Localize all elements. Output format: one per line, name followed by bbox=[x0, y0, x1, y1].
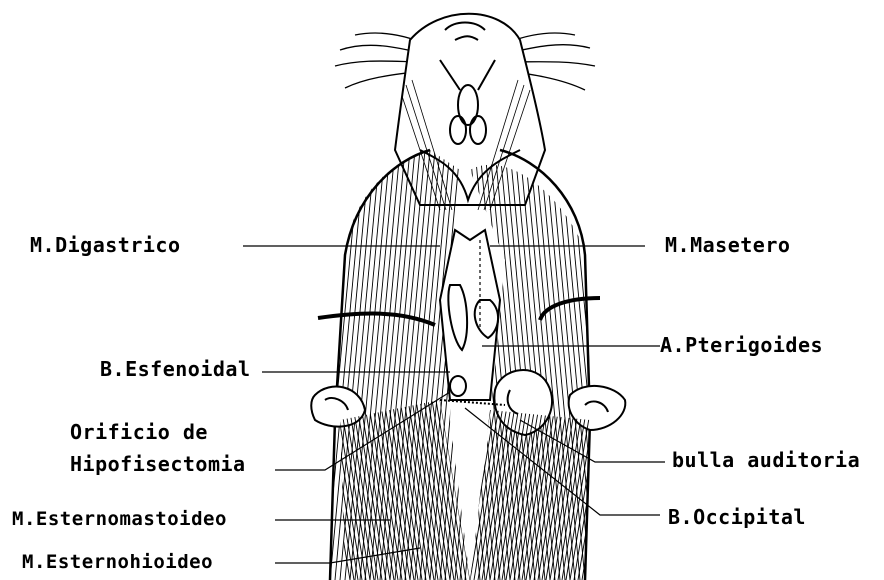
muscle-fiber bbox=[380, 150, 420, 580]
ear-right bbox=[569, 386, 626, 430]
muscle-fiber bbox=[310, 150, 350, 580]
muscle-fiber bbox=[400, 400, 430, 580]
muscle-fiber bbox=[260, 150, 300, 580]
ear-left bbox=[311, 387, 365, 427]
label-orificio-line1: Orificio de bbox=[70, 420, 208, 444]
muscle-fiber bbox=[432, 400, 462, 580]
muscle-fiber bbox=[450, 400, 480, 580]
muscle-fiber bbox=[470, 400, 500, 580]
muscle-fiber bbox=[330, 150, 370, 580]
muscle-fiber bbox=[340, 400, 370, 580]
muscle-fiber bbox=[558, 400, 588, 580]
muscle-fiber bbox=[460, 400, 490, 580]
muscle-fiber bbox=[560, 150, 600, 580]
label-b-esfenoidal: B.Esfenoidal bbox=[100, 357, 251, 381]
muscle-fiber bbox=[530, 150, 570, 580]
label-m-esternomastoideo: M.Esternomastoideo bbox=[12, 508, 227, 530]
retractor-left bbox=[318, 314, 435, 325]
muscle-fiber bbox=[550, 150, 590, 580]
muscle-fiber bbox=[336, 400, 366, 580]
muscle-fiber bbox=[468, 400, 498, 580]
muscle-fiber bbox=[550, 400, 580, 580]
muscle-fiber bbox=[315, 150, 355, 580]
muscle-fiber bbox=[265, 150, 305, 580]
label-m-digastrico: M.Digastrico bbox=[30, 233, 181, 257]
muscle-fiber bbox=[538, 400, 568, 580]
muscle-fiber bbox=[360, 400, 390, 580]
muscle-fiber bbox=[340, 150, 380, 580]
muscle-fiber bbox=[420, 400, 450, 580]
muscle-fiber bbox=[396, 400, 426, 580]
muscle-fiber bbox=[392, 400, 422, 580]
muscle-fiber bbox=[412, 400, 442, 580]
label-orificio-line2: Hipofisectomia bbox=[70, 452, 246, 476]
muscle-fiber bbox=[280, 150, 320, 580]
muscle-fiber bbox=[446, 400, 476, 580]
muscle-fiber bbox=[416, 400, 446, 580]
muscle-fiber bbox=[436, 400, 466, 580]
muscle-fiber bbox=[275, 150, 315, 580]
muscle-fiber bbox=[285, 150, 325, 580]
muscle-fiber bbox=[370, 150, 410, 580]
muscle-fiber bbox=[290, 150, 330, 580]
label-b-occipital: B.Occipital bbox=[668, 505, 806, 529]
muscle-fiber bbox=[490, 150, 530, 580]
muscle-fiber bbox=[442, 400, 472, 580]
muscle-fiber bbox=[520, 150, 560, 580]
muscle-fiber bbox=[295, 150, 335, 580]
muscle-fiber bbox=[270, 150, 310, 580]
label-m-esternohioideo: M.Esternohioideo bbox=[22, 551, 213, 573]
muscle-fiber bbox=[400, 150, 440, 580]
muscle-fiber bbox=[390, 150, 430, 580]
muscle-fiber bbox=[510, 150, 550, 580]
label-a-pterigoides: A.Pterigoides bbox=[660, 333, 823, 357]
muscle-fiber bbox=[320, 150, 360, 580]
muscle-fiber bbox=[350, 150, 390, 580]
label-bulla-auditoria: bulla auditoria bbox=[672, 448, 860, 472]
muscle-fiber bbox=[300, 150, 340, 580]
muscle-fiber bbox=[500, 150, 540, 580]
muscle-fiber bbox=[440, 400, 470, 580]
muscle-fiber bbox=[352, 400, 382, 580]
muscle-fiber bbox=[410, 150, 450, 580]
muscle-fiber bbox=[356, 400, 386, 580]
label-m-masetero: M.Masetero bbox=[665, 233, 790, 257]
muscle-fiber bbox=[360, 150, 400, 580]
muscle-fiber bbox=[478, 400, 508, 580]
muscle-fiber bbox=[490, 400, 520, 580]
